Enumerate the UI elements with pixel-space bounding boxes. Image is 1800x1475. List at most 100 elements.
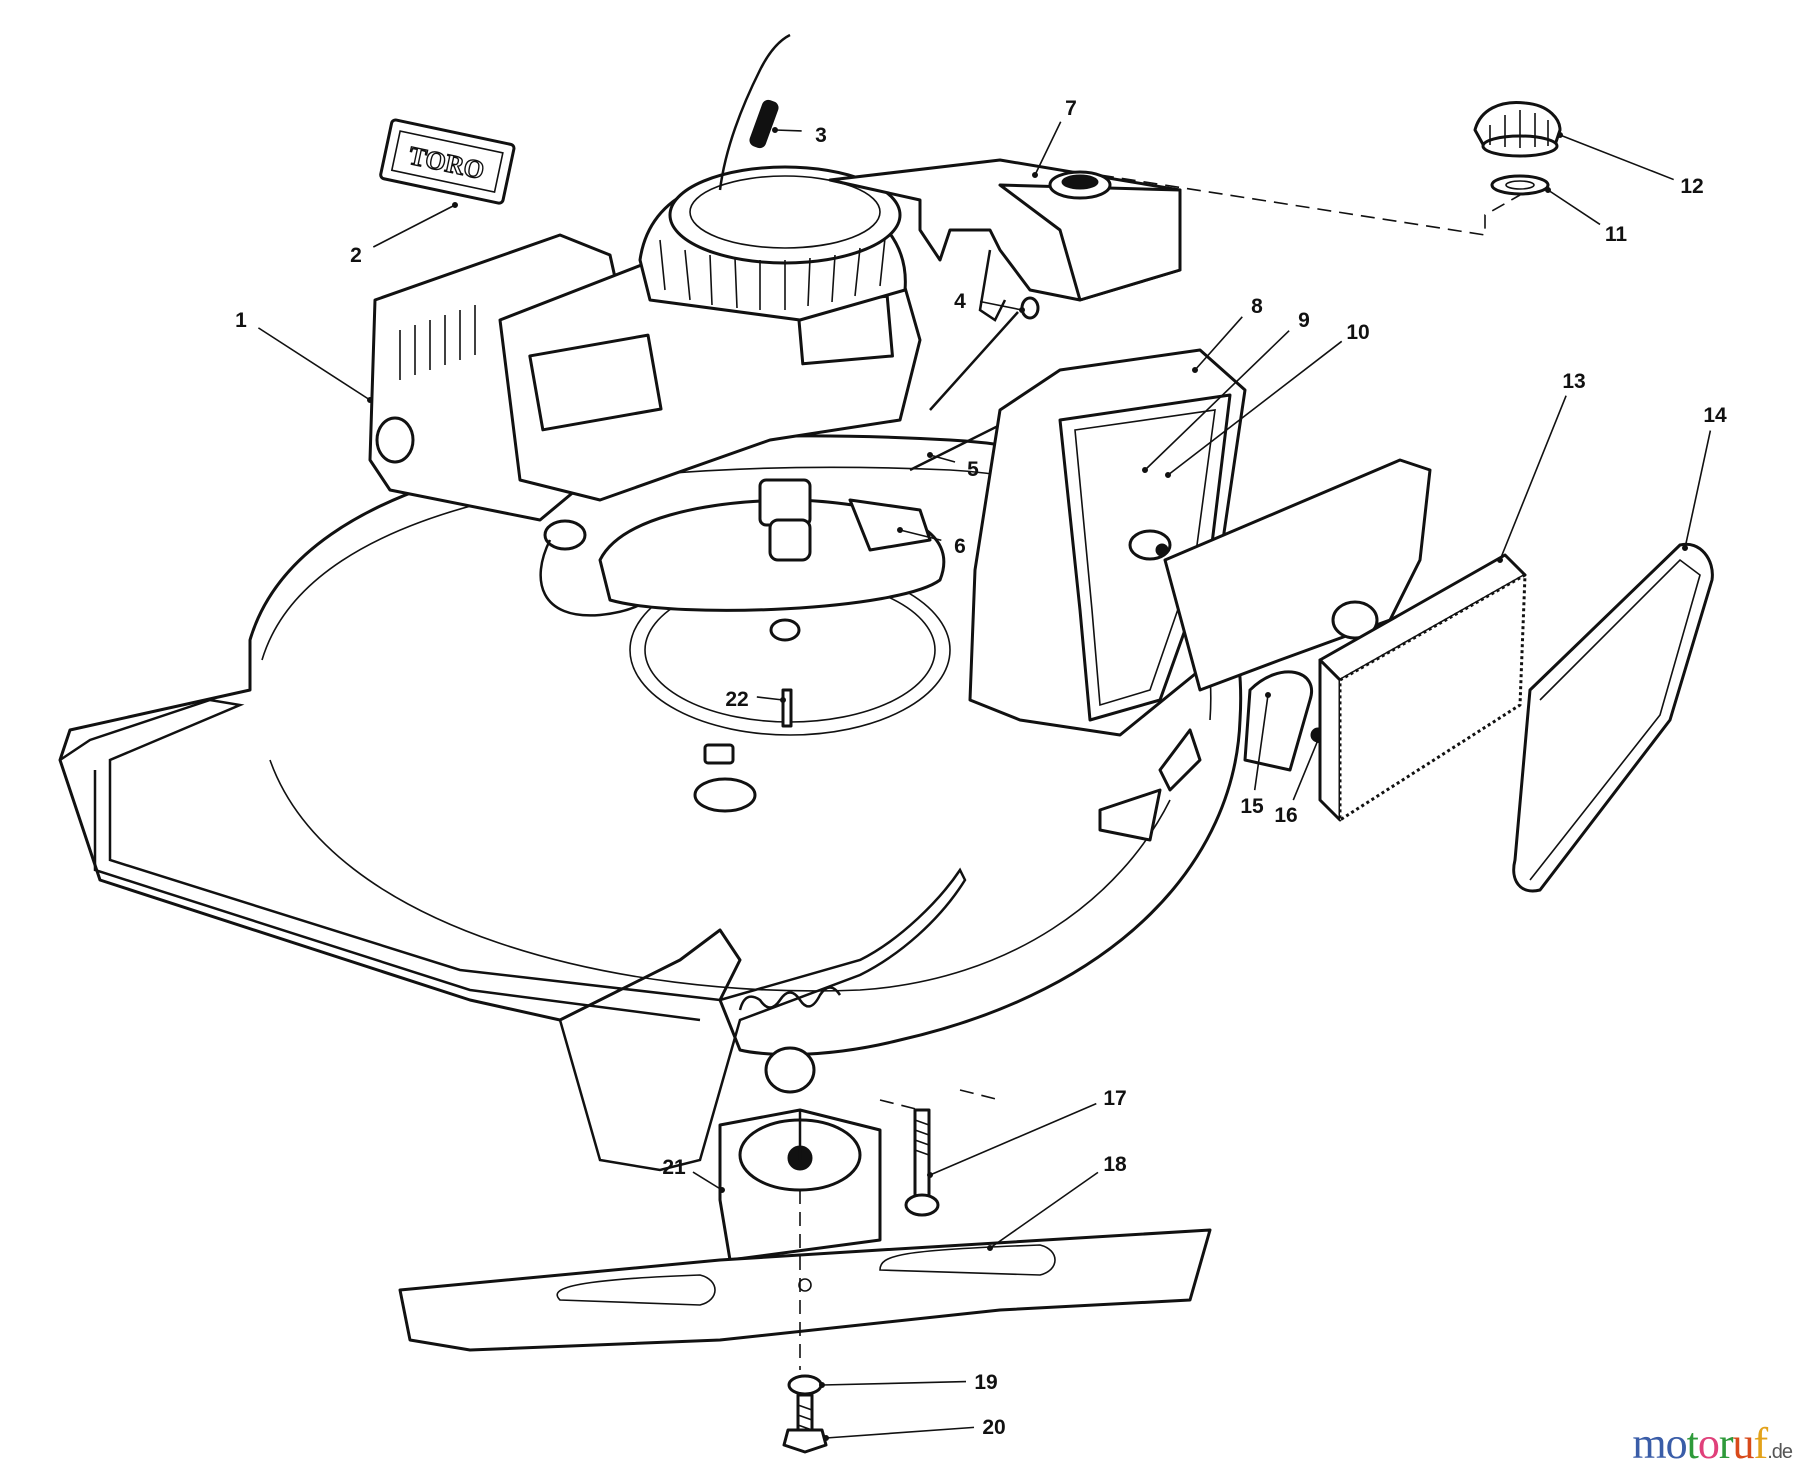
leader-dot [1497, 557, 1503, 563]
cap-gasket [1490, 174, 1550, 196]
fuel-tank [828, 158, 1182, 322]
leader-line [821, 1380, 967, 1386]
air-filter [1318, 553, 1527, 822]
part-number-label: 13 [1562, 370, 1585, 393]
leader-dot [1192, 367, 1198, 373]
leader-dot [823, 1435, 829, 1441]
leader-dot [452, 202, 458, 208]
leader-line [1167, 340, 1343, 476]
cable-spring [749, 99, 779, 149]
part-number-label: 15 [1240, 795, 1264, 818]
leader-line [1499, 395, 1567, 561]
leader-line [1292, 739, 1319, 801]
blade-bolt [904, 1108, 940, 1217]
part-number-label: 20 [982, 1416, 1005, 1439]
leader-line [825, 1426, 975, 1439]
leader-dot [987, 1245, 993, 1251]
spring-clip [1020, 296, 1040, 320]
recoil-starter [638, 165, 907, 322]
callout-11: 11 [1545, 187, 1628, 246]
leader-dot [1265, 692, 1271, 698]
part-number-label: 5 [967, 458, 979, 481]
callout-7: 7 [1032, 97, 1077, 178]
part-number-label: 2 [350, 244, 362, 267]
leader-dot [927, 1172, 933, 1178]
vents [399, 305, 476, 380]
leader-dot [1315, 737, 1321, 743]
part-number-label: 21 [662, 1156, 686, 1179]
deck-bracket [1163, 458, 1432, 692]
callout-1: 1 [235, 309, 373, 403]
callout-4: 4 [954, 290, 1025, 313]
callout-3: 3 [772, 124, 827, 147]
part-number-label: 16 [1274, 804, 1297, 827]
toro-decal: TORO [379, 118, 516, 205]
leader-line [372, 204, 456, 248]
callout-9: 9 [1142, 309, 1310, 473]
callout-6: 6 [897, 527, 966, 558]
part-number-label: 14 [1703, 404, 1727, 427]
throttle-cable [718, 33, 791, 191]
leader-line [979, 300, 1023, 311]
callout-13: 13 [1497, 370, 1586, 563]
leader-dot [819, 1382, 825, 1388]
part-number-label: 11 [1605, 223, 1628, 246]
breather-plate [1243, 670, 1314, 772]
blade-adapter [718, 1108, 882, 1262]
watermark-letter: r [1718, 1419, 1734, 1468]
assembly-line [1099, 174, 1521, 236]
part-number-label: 1 [235, 309, 247, 332]
leader-dot [1545, 187, 1551, 193]
mower-deck [58, 434, 1243, 1172]
callout-2: 2 [350, 202, 458, 267]
callout-15: 15 [1240, 692, 1271, 818]
watermark-letter: o [1665, 1419, 1688, 1468]
callout-20: 20 [823, 1416, 1006, 1441]
assembly-line [799, 1099, 921, 1370]
part-number-label: 7 [1065, 97, 1077, 120]
callout-5: 5 [927, 452, 979, 481]
leader-line [1034, 121, 1062, 176]
watermark-suffix: .de [1767, 1441, 1793, 1463]
part-number-label: 19 [974, 1371, 997, 1394]
callout-12: 12 [1557, 132, 1704, 198]
part-number-label: 10 [1346, 321, 1369, 344]
callout-16: 16 [1274, 737, 1321, 827]
watermark-letter: u [1732, 1419, 1755, 1468]
part-number-label: 17 [1103, 1087, 1126, 1110]
lock-washer [787, 1374, 823, 1396]
callout-14: 14 [1682, 404, 1727, 551]
key [781, 688, 793, 728]
callout-19: 19 [819, 1371, 998, 1394]
leader-line [1144, 330, 1290, 471]
leader-line [1547, 189, 1601, 226]
blade [398, 1228, 1212, 1352]
callout-22: 22 [725, 688, 786, 711]
leader-dot [927, 452, 933, 458]
assembly-line [959, 1089, 1001, 1101]
leader-line [756, 696, 784, 701]
callout-21: 21 [662, 1156, 725, 1193]
part-number-label: 9 [1298, 309, 1310, 332]
part-number-label: 6 [954, 535, 966, 558]
callout-8: 8 [1192, 295, 1263, 373]
leader-line [989, 1171, 1099, 1249]
watermark-letter: t [1686, 1419, 1699, 1468]
leader-line [692, 1171, 723, 1191]
watermark-letter: f [1753, 1419, 1769, 1468]
leader-line [257, 327, 371, 401]
leader-dot [1557, 132, 1563, 138]
leader-line [929, 454, 956, 463]
callout-18: 18 [987, 1153, 1127, 1251]
part-number-label: 3 [815, 124, 827, 147]
part-number-label: 18 [1103, 1153, 1127, 1176]
watermark-logo: motoruf.de [1632, 1418, 1793, 1469]
watermark-letter: m [1632, 1419, 1666, 1468]
leader-dot [1019, 307, 1025, 313]
part-number-label: 8 [1251, 295, 1263, 318]
part-number-label: 12 [1680, 175, 1703, 198]
fuel-cap [1473, 100, 1562, 158]
